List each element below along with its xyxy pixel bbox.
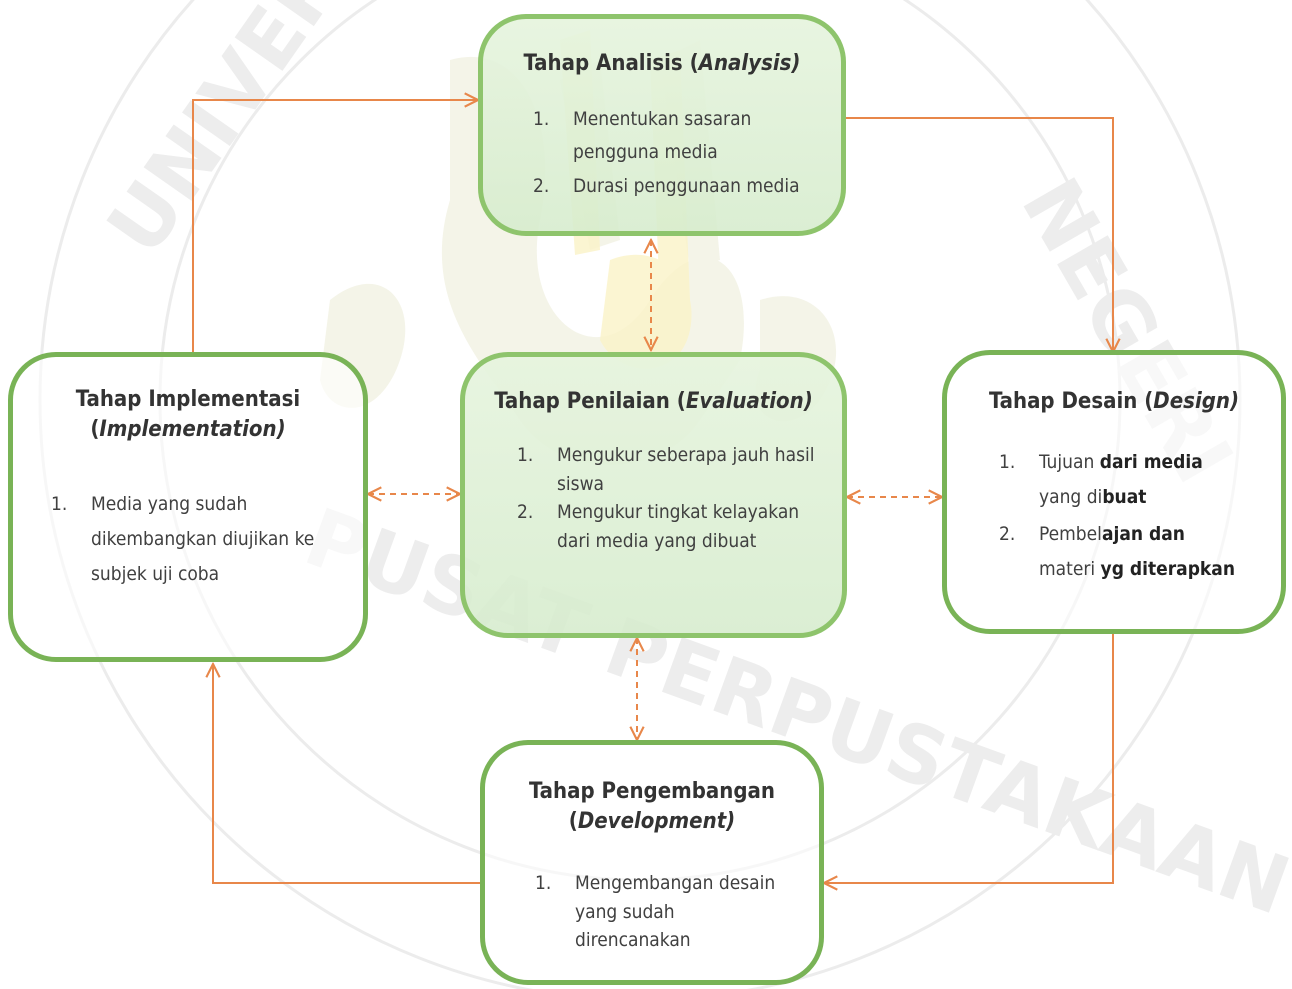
arrow-development-to-implementation bbox=[213, 664, 480, 884]
stage-analysis-list: 1. Menentukan sasaran pengguna media 2. … bbox=[533, 103, 823, 203]
stage-evaluation-title-en: Evaluation) bbox=[685, 389, 813, 414]
stage-development-title-en: Development) bbox=[577, 808, 736, 834]
stage-development-list: 1. Mengembangan desain yang sudah direnc… bbox=[535, 869, 795, 955]
stage-implementation-list: 1. Media yang sudah dikembangkan diujika… bbox=[51, 487, 341, 592]
list-item: 1. Media yang sudah dikembangkan diujika… bbox=[51, 493, 315, 586]
stage-design-box: Tahap Desain (Design) 1. Tujuan dari med… bbox=[942, 350, 1286, 634]
stage-development-box: Tahap Pengembangan (Development) 1. Meng… bbox=[480, 740, 824, 985]
list-item: 2. Durasi penggunaan media bbox=[533, 174, 800, 197]
stage-evaluation-list: 1. Mengukur seberapa jauh hasil siswa 2.… bbox=[517, 441, 817, 555]
stage-implementation-title-en: Implementation) bbox=[99, 416, 286, 442]
list-item: 1. Mengukur seberapa jauh hasil siswa bbox=[517, 444, 815, 495]
arrow-analysis-to-design bbox=[846, 117, 1113, 352]
stage-design-title-en: Design) bbox=[1153, 389, 1240, 414]
arrow-design-to-development bbox=[824, 634, 1114, 883]
stage-design-title: Tahap Desain (Design) bbox=[988, 389, 1240, 414]
list-item: 1. Mengembangan desain yang sudah direnc… bbox=[535, 872, 776, 951]
stage-analysis-title: Tahap Analisis (Analysis) bbox=[523, 51, 801, 76]
list-item: 1. Menentukan sasaran pengguna media bbox=[533, 108, 752, 164]
stage-implementation-title: Tahap Implementasi (Implementation) bbox=[75, 387, 301, 442]
stage-analysis-title-en: Analysis) bbox=[698, 51, 801, 76]
stage-analysis-box: Tahap Analisis (Analysis) 1. Menentukan … bbox=[478, 14, 846, 236]
stage-evaluation-box: Tahap Penilaian (Evaluation) 1. Mengukur… bbox=[460, 352, 847, 638]
arrow-implementation-to-analysis bbox=[192, 100, 478, 352]
list-item: 2. Mengukur tingkat kelayakan dari media… bbox=[517, 501, 800, 552]
stage-development-title: Tahap Pengembangan (Development) bbox=[529, 779, 775, 834]
stage-evaluation-title: Tahap Penilaian (Evaluation) bbox=[494, 389, 813, 414]
stage-implementation-box: Tahap Implementasi (Implementation) 1. M… bbox=[8, 352, 368, 662]
